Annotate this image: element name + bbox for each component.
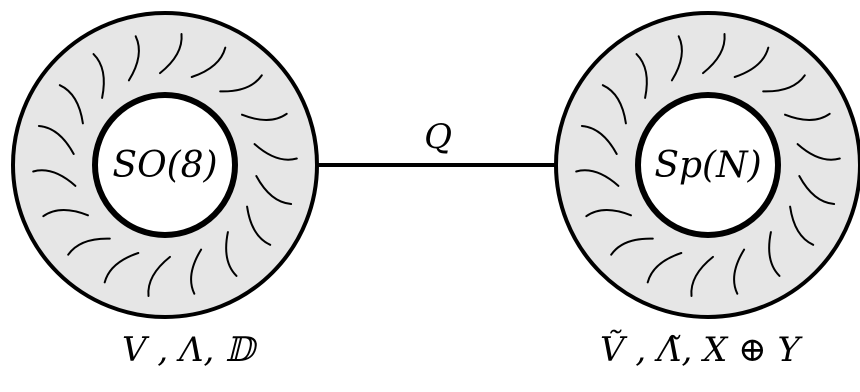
ring-tick-right	[610, 237, 654, 256]
ring-tick-right	[733, 46, 770, 78]
node-left: SO(8)	[11, 11, 319, 319]
ring-tick-right	[575, 169, 620, 187]
ring-tick-left	[37, 125, 75, 155]
ring-tick-left	[241, 112, 288, 121]
ring-tick-left	[127, 35, 140, 82]
ring-tick-right	[784, 112, 831, 121]
ring-tick-left	[253, 143, 298, 161]
ring-tick-left	[92, 53, 105, 99]
ring-tick-right	[580, 125, 618, 155]
inner-circle-left	[92, 92, 238, 238]
ring-tick-left	[246, 205, 272, 246]
ring-tick-right	[768, 231, 781, 277]
ring-tick-right	[690, 255, 714, 297]
ring-ticks-right	[575, 33, 841, 297]
ring-tick-right	[798, 175, 836, 205]
ring-tick-left	[190, 248, 203, 295]
ring-tick-left	[42, 209, 89, 218]
node-label-right: Sp(N)	[654, 145, 761, 186]
ring-tick-right	[789, 205, 815, 246]
ring-tick-left	[219, 74, 263, 93]
ring-tick-left	[67, 237, 111, 256]
ring-tick-left	[225, 231, 238, 277]
ring-tick-left	[147, 255, 171, 297]
ring-tick-right	[796, 143, 841, 161]
ring-tick-right	[702, 33, 726, 75]
ring-tick-right	[762, 74, 806, 93]
caption-left: V , Λ, 𝔻	[122, 330, 255, 370]
ring-tick-left	[32, 169, 77, 187]
edge-label: Q	[424, 117, 452, 157]
node-right: Sp(N)	[554, 11, 860, 319]
ring-tick-right	[733, 248, 746, 295]
ring-tick-left	[159, 33, 183, 75]
caption-right: Ṽ , Λ̃, X ⊕ Y	[600, 330, 800, 370]
ring-tick-right	[585, 209, 632, 218]
ring-tick-right	[601, 84, 627, 125]
ring-tick-left	[190, 46, 227, 78]
ring-ticks-left	[32, 33, 298, 297]
ring-tick-right	[635, 53, 648, 99]
node-label-left: SO(8)	[112, 145, 217, 186]
ring-tick-left	[103, 252, 140, 284]
ring-tick-left	[58, 84, 84, 125]
ring-tick-right	[646, 252, 683, 284]
inner-circle-right	[635, 92, 781, 238]
ring-tick-right	[670, 35, 683, 82]
ring-tick-left	[255, 175, 293, 205]
